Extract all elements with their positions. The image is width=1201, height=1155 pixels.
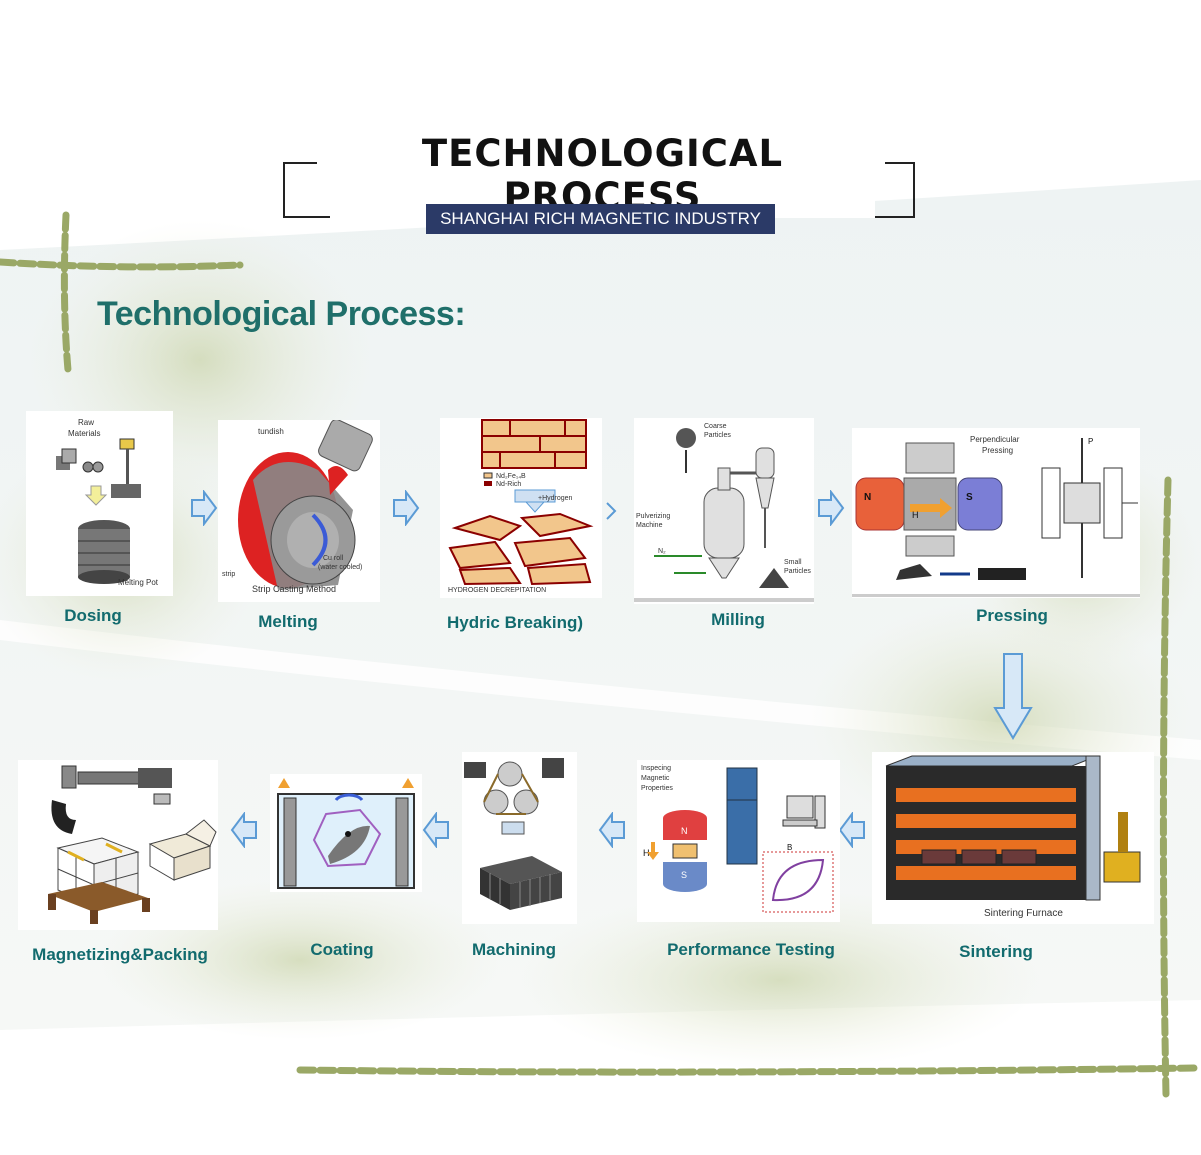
raw-material-blocks (56, 448, 104, 473)
milling-text-n2: N₂ (658, 548, 666, 555)
melting-text-curoll: Cu roll (323, 555, 344, 562)
magnetizing-packing-illustration (18, 760, 218, 930)
machining-illustration (462, 752, 577, 924)
pt-text-properties: Properties (641, 785, 673, 792)
pt-text-inspecing: Inspecing (641, 765, 671, 772)
step-label-machining: Machining (471, 940, 557, 959)
pressing-text-n: N (864, 492, 871, 503)
dosing-text-pot: Melting Pot (118, 578, 159, 587)
down-arrow-icon (84, 485, 108, 506)
step-label-coating: Coating (310, 940, 374, 959)
magnet-tester-icon: N S H (643, 810, 707, 892)
scale-icon (111, 438, 141, 498)
pt-text-h: H (643, 848, 650, 858)
section-title: Technological Process: (97, 295, 466, 333)
hysteresis-graph: B (762, 843, 834, 913)
computer-cabinet-icon (726, 767, 826, 865)
pt-text-s: S (681, 870, 687, 880)
pt-text-n: N (681, 826, 688, 836)
electromagnet-left: N (855, 477, 905, 531)
milling-text-small: Small (784, 559, 802, 566)
coating-illustration (270, 774, 422, 892)
sintering-text-furnace: Sintering Furnace (984, 908, 1063, 919)
milling-text-particles1: Particles (704, 432, 731, 439)
electrode-arrow-right (402, 778, 414, 788)
step-label-sintering: Sintering (959, 942, 1033, 961)
arrow-right-icon (818, 490, 845, 526)
pt-text-b: B (787, 843, 792, 852)
pressing-illustration: N S H Perpendicular Pressing P (852, 428, 1140, 598)
melting-text-water: (water cooled) (318, 564, 362, 571)
milling-text-coarse: Coarse (704, 423, 727, 430)
step-label-dosing: Dosing (64, 606, 122, 625)
milling-illustration: Coarse Particles Pulverizing Machine Sma… (634, 418, 814, 604)
arrow-down-icon (993, 653, 1033, 740)
pump-icon (1103, 812, 1141, 883)
step-label-melting: Melting (258, 612, 318, 631)
hb-text-nd2fe14b: Nd₂Fe₁₄B (496, 473, 526, 480)
rotation-icon (334, 793, 364, 802)
step-label-pressing: Pressing (976, 606, 1048, 625)
electrode-arrow-left (278, 778, 290, 788)
pressing-text-s: S (966, 492, 973, 503)
melting-text-method: Strip Casting Method (252, 584, 336, 594)
melting-illustration: tundish Cu roll (water cooled) strip Str… (218, 420, 380, 602)
electromagnet-right: S (957, 477, 1003, 531)
micrometer-icon (51, 765, 172, 834)
arrow-left-icon (422, 812, 449, 848)
dosing-text-raw: Raw (78, 418, 94, 427)
chevron-right-icon (606, 502, 617, 520)
pressing-text-perpendicular: Perpendicular (970, 435, 1020, 444)
step-label-hydric-breaking: Hydric Breaking) (446, 613, 584, 632)
pressing-text-p: P (1088, 437, 1093, 446)
magnet-sample-icon (153, 793, 171, 805)
open-box-icon (148, 819, 217, 881)
step-label-magnetizing-packing: Magnetizing&Packing (32, 945, 208, 964)
hb-text-decrepitation: HYDROGEN DECREPITATION (448, 587, 546, 594)
milling-text-machine: Machine (636, 522, 663, 529)
sintering-illustration: Sintering Furnace (872, 752, 1154, 924)
melting-pot-icon (78, 520, 130, 584)
hb-text-hydrogen: +Hydrogen (538, 495, 573, 502)
pressed-blocks-icon (978, 568, 1026, 580)
grain-structure-top (481, 419, 587, 469)
arrow-right-icon (191, 490, 218, 526)
pressing-text-h: H (912, 510, 919, 520)
pulley-system (483, 761, 539, 815)
machine-icon-right (542, 758, 564, 778)
milling-text-pulverizing: Pulverizing (636, 513, 670, 520)
hydric-breaking-illustration: Nd₂Fe₁₄B Nd-Rich +Hydrogen HYDROGEN DECR… (440, 418, 602, 598)
step-label-performance-testing: Performance Testing (667, 940, 835, 959)
coating-part-frame (312, 808, 382, 868)
milling-text-particles2: Particles (784, 568, 811, 575)
company-banner: SHANGHAI RICH MAGNETIC INDUSTRY (426, 204, 775, 234)
powder-pile-icon (759, 568, 789, 588)
pressing-text-pressing: Pressing (982, 446, 1013, 455)
melting-text-tundish: tundish (258, 427, 284, 436)
grain-structure-bottom (448, 512, 594, 586)
coarse-particles-icon (676, 428, 696, 448)
arrow-right-icon (393, 490, 420, 526)
arrow-left-icon (230, 812, 257, 848)
dosing-illustration: Raw Materials Melting Pot (26, 411, 173, 596)
powder-icon (896, 564, 932, 580)
pt-text-magnetic: Magnetic (641, 775, 670, 782)
dosing-text-materials: Materials (68, 429, 100, 438)
melting-text-strip: strip (222, 571, 235, 578)
arrow-left-icon (838, 812, 865, 848)
step-label-milling: Milling (711, 610, 765, 629)
header-line-left (283, 162, 317, 164)
magnet-blocks-icon (480, 856, 562, 910)
die-diagram (1041, 438, 1138, 578)
performance-testing-illustration: Inspecing Magnetic Properties N S H B (637, 760, 840, 922)
machine-icon-left (464, 762, 486, 778)
arrow-left-icon (598, 812, 625, 848)
pallet-boxes-icon (48, 837, 150, 924)
pulverizing-machine (703, 447, 775, 579)
hb-text-ndrich: Nd-Rich (496, 481, 521, 488)
header-line-right (885, 162, 915, 164)
